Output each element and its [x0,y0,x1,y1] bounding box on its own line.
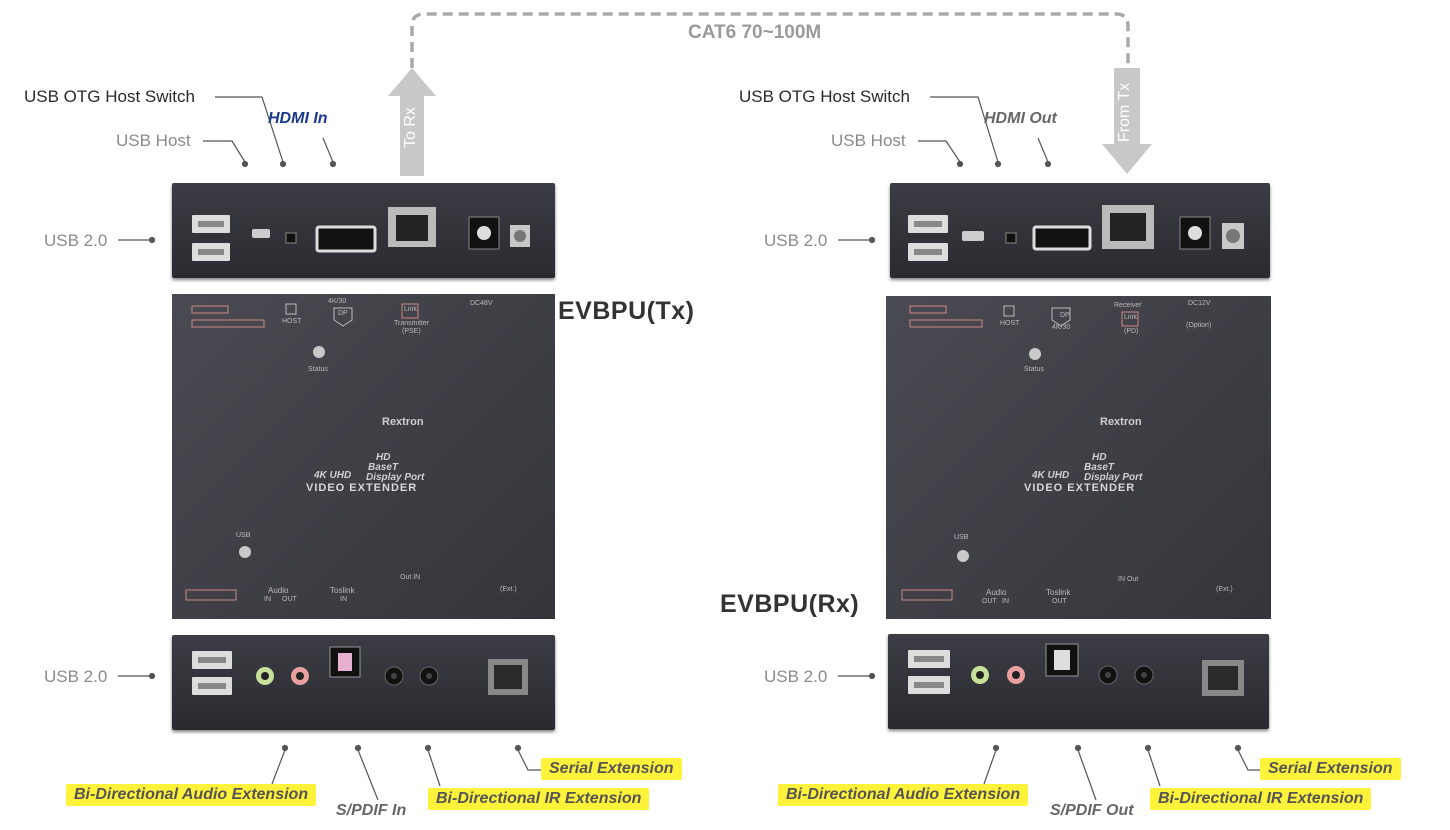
tx-face-status: Status [308,366,328,373]
tx-dp-port [315,225,377,253]
rx-status-led [1029,348,1041,360]
tx-usb20-bottom-label: USB 2.0 [44,667,108,686]
tx-face-audio-a: IN [264,596,271,603]
tx-hdmi-in-label: HDMI In [268,110,328,127]
rx-face-dp: DP [1060,312,1070,319]
rx-bottom-ports [908,643,1244,696]
rx-face-power: DC12V [1188,300,1211,307]
rx-face-brand: Rextron [1100,416,1142,428]
rx-usb20-top-label: USB 2.0 [764,231,828,250]
rx-face-link: Link [1124,314,1137,321]
rx-face-audio-a: OUT [982,598,997,605]
tx-usb-host-label: USB Host [116,131,191,150]
rx-face-audio-b: IN [1002,598,1009,605]
tx-usb-led [239,546,251,558]
tx-device-face: 4K/30 DP HOST Link Transmitter (PSE) DC4… [172,294,555,619]
tx-face-host: HOST [282,318,302,325]
rx-audio-extension-label: Bi-Directional Audio Extension [778,784,1029,806]
rx-face-hd: HD [1092,452,1107,463]
rx-dc-jack [1179,216,1211,250]
rx-face-ir: IN Out [1118,576,1139,583]
cable-link-graphic [388,12,1152,176]
tx-mini-usb-port [252,229,270,238]
tx-ir-extension-label: Bi-Directional IR Extension [428,788,650,810]
tx-face-extender: VIDEO EXTENDER [306,482,418,494]
rx-face-dp-res: 4K/30 [1052,324,1071,331]
rx-top-panel [890,183,1270,278]
rx-face-base: BaseT [1084,462,1115,473]
tx-face-link-mode: (PSE) [402,328,421,335]
tx-top-panel [172,183,555,278]
cable-label: CAT6 70~100M [688,22,822,43]
rx-face-link-role: Receiver [1114,302,1142,309]
rx-face-toslink-dir: OUT [1052,598,1067,605]
tx-otg-switch-label: USB OTG Host Switch [24,87,195,106]
rx-face-usb: USB [954,534,969,541]
tx-face-dp: DP [338,310,348,317]
rx-face-host: HOST [1000,320,1020,327]
rx-spdif-label: S/PDIF Out [1050,802,1134,819]
cable-dashed-line [410,12,1130,68]
rx-face-power-opt: (Option) [1186,322,1212,329]
rx-usb-host-label: USB Host [831,131,906,150]
rx-mini-usb-port [962,231,984,241]
to-rx-arrow [388,68,436,176]
tx-bottom-ports [192,646,528,695]
rx-face-display-port: Display Port [1084,472,1143,483]
tx-audio-extension-label: Bi-Directional Audio Extension [66,784,317,806]
rx-serial-extension-label: Serial Extension [1260,758,1401,780]
rx-usb-led [957,550,969,562]
rx-face-ext: (Ext.) [1216,586,1233,593]
tx-model-title: EVBPU(Tx) [558,297,695,325]
tx-face-display-port: Display Port [366,472,425,483]
tx-usb20-top-label: USB 2.0 [44,231,108,250]
rx-model-title: EVBPU(Rx) [720,590,860,618]
rx-dp-port [1032,225,1092,251]
tx-face-hd: HD [376,452,391,463]
tx-face-ext: (Ext.) [500,586,517,593]
tx-face-uhd: 4K UHD [314,470,352,481]
rx-face-audio: Audio [986,588,1007,597]
tx-serial-extension-label: Serial Extension [541,758,682,780]
tx-face-audio: Audio [268,586,289,595]
tx-face-base: BaseT [368,462,399,473]
from-tx-arrow [1102,68,1152,174]
tx-face-dp-res: 4K/30 [328,298,347,305]
tx-top-ports [192,207,530,261]
tx-face-toslink-dir: IN [340,596,347,603]
rx-top-ports [908,205,1244,261]
rx-face-toslink: Toslink [1046,588,1071,597]
tx-face-link: Link [404,306,417,313]
tx-face-brand: Rextron [382,416,424,428]
rx-face-status: Status [1024,366,1044,373]
rx-ir-extension-label: Bi-Directional IR Extension [1150,788,1372,810]
tx-spdif-label: S/PDIF In [336,802,407,819]
tx-otg-switch [285,232,297,244]
tx-status-led [313,346,325,358]
tx-face-usb: USB [236,532,251,539]
tx-face-toslink: Toslink [330,586,355,595]
tx-face-audio-b: OUT [282,596,297,603]
rx-hdmi-out-label: HDMI Out [984,110,1057,127]
tx-face-power: DC48V [470,300,493,307]
rx-face-link-mode: (PD) [1124,328,1139,335]
rx-bottom-panel [888,634,1269,729]
tx-face-ir: Out IN [400,574,421,581]
rx-face-uhd: 4K UHD [1032,470,1070,481]
tx-bottom-panel [172,635,555,730]
rx-otg-switch-label: USB OTG Host Switch [739,87,910,106]
rx-device-face: DP 4K/30 HOST Receiver Link (PD) DC12V (… [886,296,1271,619]
rx-usb20-bottom-label: USB 2.0 [764,667,828,686]
tx-face-link-role: Transmitter [394,320,430,327]
rx-face-extender: VIDEO EXTENDER [1024,482,1136,494]
rx-otg-switch [1005,232,1017,244]
